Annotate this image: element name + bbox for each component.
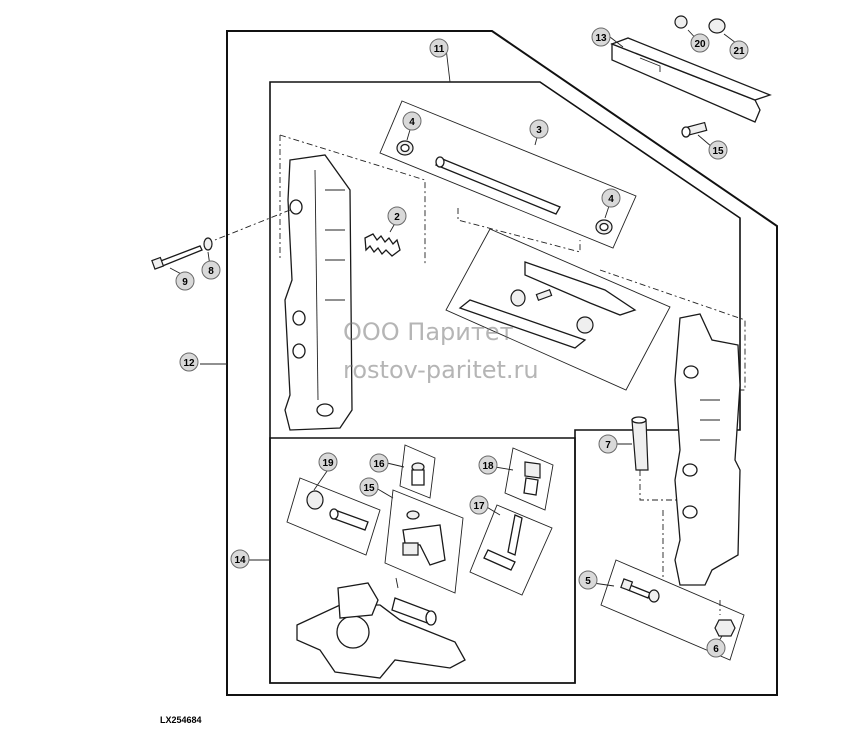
callout-11-label: 13 — [595, 33, 607, 44]
left-bracket-part — [284, 154, 353, 431]
pin-7-part — [631, 416, 649, 471]
cover-plate-part — [610, 37, 772, 123]
callout-2: 2 — [387, 206, 407, 226]
callout-11: 13 — [591, 27, 611, 47]
callout-13: 15 — [708, 140, 728, 160]
callout-12-label: 12 — [183, 358, 195, 369]
callout-4-lower: 4 — [601, 188, 621, 208]
callout-14: 14 — [230, 549, 250, 569]
callout-4-upper-label: 4 — [409, 117, 415, 128]
callout-21: 21 — [729, 40, 749, 60]
assembly-14-frame — [269, 437, 576, 684]
callout-21-label: 21 — [733, 46, 745, 57]
callout-9: 9 — [175, 271, 195, 291]
callout-18: 18 — [478, 455, 498, 475]
ball-hitch-part — [296, 582, 466, 679]
callout-19: 19 — [318, 452, 338, 472]
cap-21-part — [708, 18, 726, 34]
callout-20: 20 — [690, 33, 710, 53]
kit-16-parts — [411, 462, 425, 486]
watermark-line-2: rostov-paritet.ru — [343, 356, 539, 384]
callout-8: 8 — [201, 260, 221, 280]
callout-15-label: 15 — [363, 483, 375, 494]
callout-5: 5 — [578, 570, 598, 590]
callout-16: 16 — [369, 453, 389, 473]
callout-7: 7 — [598, 434, 618, 454]
callout-5-label: 5 — [585, 576, 591, 587]
callout-4-lower-label: 4 — [608, 194, 614, 205]
figure-id: LX254684 — [160, 715, 202, 725]
kit-19-box — [286, 477, 381, 556]
callout-18-label: 18 — [482, 461, 494, 472]
shaft-3-part — [435, 156, 561, 215]
kit-19-parts — [306, 490, 369, 531]
watermark-line-1: ООО Паритет — [343, 318, 514, 346]
bolt-nut-kit-box — [600, 559, 745, 661]
bushing-4-lower-part — [595, 219, 613, 235]
callout-7-label: 7 — [605, 440, 611, 451]
nut-6-part — [714, 619, 736, 637]
callout-17: 17 — [469, 495, 489, 515]
callout-14-label: 14 — [234, 555, 246, 566]
callout-2-label: 2 — [394, 212, 400, 223]
callout-3: 3 — [529, 119, 549, 139]
callout-17-label: 17 — [473, 501, 485, 512]
kit-15-box — [384, 489, 464, 594]
callout-10-label: 11 — [434, 44, 445, 55]
plate-kit-box — [445, 228, 671, 391]
alignment-line-right — [457, 208, 746, 391]
kit-17-box — [469, 504, 553, 596]
kit-15-parts — [402, 510, 446, 566]
callout-16-label: 16 — [373, 459, 385, 470]
callout-8-label: 8 — [208, 266, 214, 277]
callout-10: 11 — [429, 38, 449, 58]
kit-17-parts — [483, 514, 523, 571]
callout-9-label: 9 — [182, 277, 188, 288]
screw-13-part — [681, 121, 708, 138]
kit-18-box — [504, 447, 554, 511]
kit-18-parts — [523, 461, 541, 496]
callout-6: 6 — [706, 638, 726, 658]
bolt-5-part — [620, 578, 660, 603]
bushing-4-upper-part — [396, 140, 414, 156]
callout-12: 12 — [179, 352, 199, 372]
main-frame-outline — [226, 30, 778, 696]
callout-4-upper: 4 — [402, 111, 422, 131]
shaft-kit-box — [379, 100, 637, 249]
washer-8-part — [203, 237, 213, 251]
cap-20-part — [674, 15, 688, 29]
callout-13-label: 15 — [712, 146, 724, 157]
callout-15: 15 — [359, 477, 379, 497]
right-bracket-part — [674, 313, 741, 586]
callout-19-label: 19 — [322, 458, 334, 469]
callout-3-label: 3 — [536, 125, 542, 136]
callout-20-label: 20 — [694, 39, 706, 50]
callout-6-label: 6 — [713, 644, 719, 655]
kit-16-box — [399, 444, 436, 499]
bolt-9-part — [151, 245, 203, 270]
latch-plate-part — [458, 261, 637, 349]
spring-2-part — [364, 233, 401, 257]
